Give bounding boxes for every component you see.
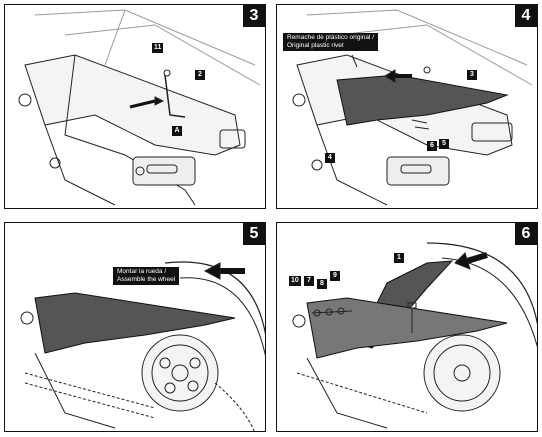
step-number: 5	[243, 223, 265, 245]
point-label: A	[172, 126, 182, 136]
part-label: 11	[152, 43, 164, 53]
step-number: 3	[243, 5, 265, 27]
part-label: 6	[427, 141, 437, 151]
step-number: 4	[515, 5, 537, 27]
part-label: 9	[330, 271, 340, 281]
rivet-note: Remache de plástico original / Original …	[283, 33, 379, 51]
step-3-panel: 3 11 2 A	[4, 4, 266, 209]
step-4-panel: 4 Remache de plástico original / Origina…	[276, 4, 538, 209]
step-6-panel: 6 1 10 7 8 9	[276, 222, 538, 432]
part-label: 3	[467, 70, 477, 80]
part-label: 8	[317, 279, 327, 289]
swingarm-illustration	[18, 9, 261, 206]
hugger-screws-illustration	[292, 242, 537, 429]
step-5-panel: 5 Montar la rueda / Assemble the wheel	[4, 222, 266, 432]
part-label: 10	[289, 276, 301, 286]
part-label: 1	[394, 253, 404, 263]
part-label: 2	[195, 70, 205, 80]
hugger-fitting-illustration	[292, 9, 533, 206]
part-label: 7	[304, 276, 314, 286]
step-number: 6	[515, 223, 537, 245]
part-label: 4	[325, 153, 335, 163]
wheel-assembly-illustration	[20, 261, 265, 431]
part-label: 5	[439, 139, 449, 149]
assemble-wheel-note: Montar la rueda / Assemble the wheel	[113, 267, 180, 285]
